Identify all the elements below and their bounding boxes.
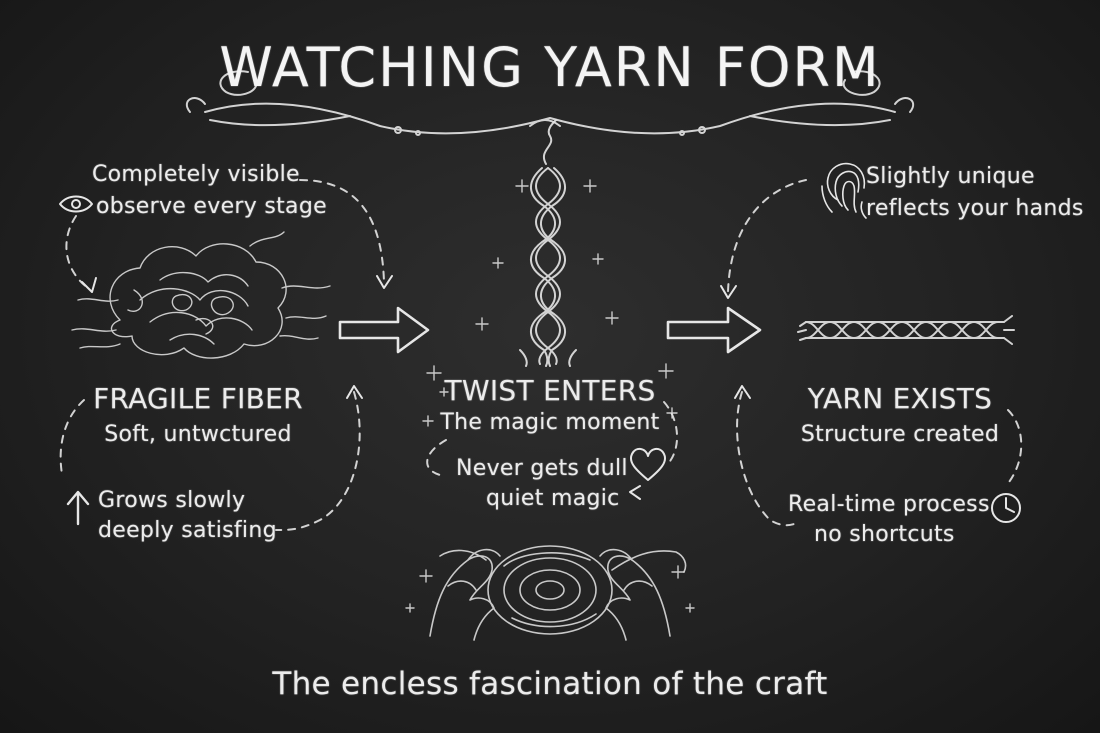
sparkles: [405, 179, 695, 613]
twist-helix: [519, 119, 577, 367]
visible-note-line1: Completely visible: [92, 162, 300, 187]
hands-with-fiber: [429, 545, 687, 641]
unique-note-line2: reflects your hands: [866, 196, 1084, 221]
eye-icon: [59, 195, 93, 213]
flow-arrow-1: [338, 306, 430, 354]
flow-arrow-2: [666, 306, 762, 354]
dashed-arrowheads: [81, 275, 751, 500]
yarn-strand: [797, 315, 1015, 345]
stage-yarn-exists: YARN EXISTS: [807, 382, 993, 415]
dull-note-line1: Never gets dull: [456, 456, 628, 481]
clock-icon: [991, 493, 1021, 523]
grows-note-line1: Grows slowly: [98, 488, 246, 513]
fingerprint-icon: [821, 162, 867, 219]
stage-fragile-fiber: FRAGILE FIBER: [93, 382, 303, 415]
dull-note-line2: quiet magic: [486, 486, 620, 511]
grows-note-line2: deeply satisfing: [98, 518, 277, 543]
realtime-note-line1: Real-time process: [788, 492, 990, 517]
title-flourish: [185, 70, 915, 136]
fiber-cloud: [71, 231, 331, 359]
realtime-note-line2: no shortcuts: [814, 522, 955, 547]
up-arrow-icon: [66, 490, 90, 526]
page-title: WATCHING YARN FORM: [219, 36, 881, 99]
footer-caption: The encless fascination of the craft: [272, 666, 828, 702]
stage-yarn-exists-sub: Structure created: [800, 422, 1000, 447]
stage-twist-enters: TWIST ENTERS: [444, 374, 656, 407]
visible-note-line2: observe every stage: [96, 194, 327, 219]
heart-icon: [630, 448, 666, 481]
stage-twist-enters-sub: The magic moment: [440, 410, 660, 435]
stage-fragile-fiber-sub: Soft, untwctured: [104, 422, 292, 447]
unique-note-line1: Slightly unique: [866, 164, 1035, 189]
